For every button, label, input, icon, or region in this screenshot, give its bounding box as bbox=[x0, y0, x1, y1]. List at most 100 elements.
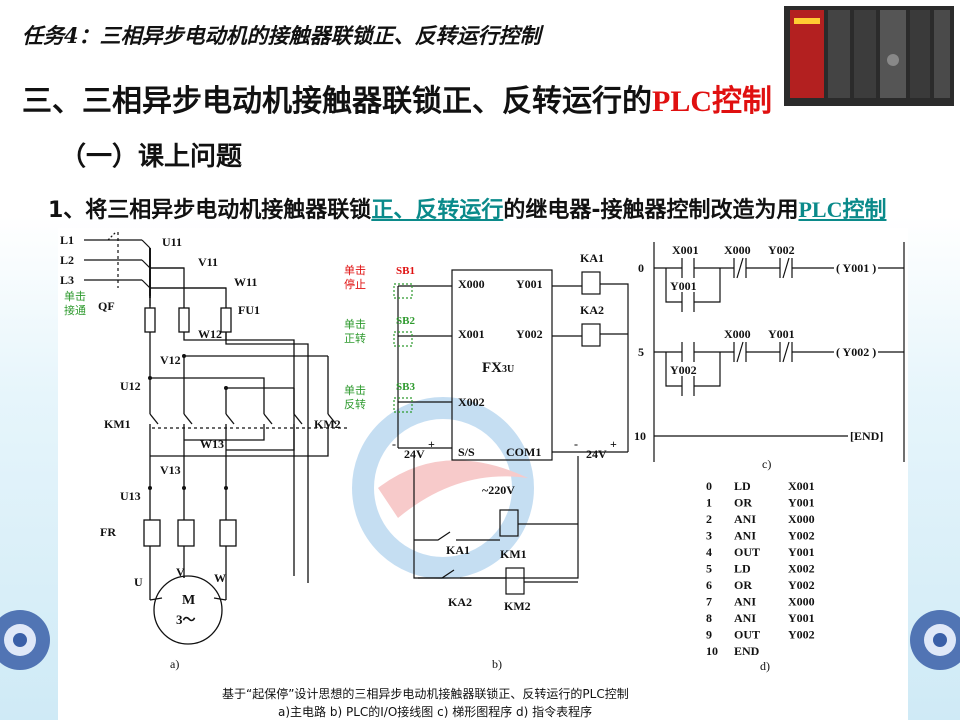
title-highlight: PLC控制 bbox=[652, 85, 772, 118]
instr-arg: X000 bbox=[788, 595, 815, 609]
mc-labels: L1 L2 L3 QF U11 V11 W11 FU1 W12 V12 U12 … bbox=[60, 233, 341, 671]
instr-arg: Y001 bbox=[788, 545, 815, 559]
task-link-forward-reverse[interactable]: 正、反转运行 bbox=[371, 198, 504, 223]
circuit-diagram: L1 L2 L3 QF U11 V11 W11 FU1 W12 V12 U12 … bbox=[58, 228, 908, 720]
rung-5: 5 bbox=[638, 345, 644, 359]
figure-caption-line1: 基于“起保停”设计思想的三相异步电动机接触器联锁正、反转运行的PLC控制 bbox=[222, 686, 629, 701]
label-Y002: Y002 bbox=[516, 327, 543, 341]
instr-op: ANI bbox=[734, 529, 756, 543]
rung-10: 10 bbox=[634, 429, 646, 443]
ornament-left bbox=[0, 610, 50, 670]
label-FR: FR bbox=[100, 525, 116, 539]
instr-arg: Y002 bbox=[788, 628, 815, 642]
label-L2: L2 bbox=[60, 253, 74, 267]
label-KM2: KM2 bbox=[314, 417, 341, 431]
ladder bbox=[653, 242, 905, 462]
task-link-plc[interactable]: PLC控制 bbox=[798, 197, 887, 222]
label-W12: W12 bbox=[198, 327, 222, 341]
label-FU1: FU1 bbox=[238, 303, 260, 317]
label-U: U bbox=[134, 575, 143, 589]
instr-arg: Y002 bbox=[788, 529, 815, 543]
instr-step: 9 bbox=[706, 628, 712, 642]
instr-step: 4 bbox=[706, 545, 712, 559]
label-QF: QF bbox=[98, 299, 115, 313]
slide-header: 任务4：三相异步电动机的接触器联锁正、反转运行控制 bbox=[22, 23, 541, 48]
label-SB2: SB2 bbox=[396, 315, 415, 327]
label-KA1-contact: KA1 bbox=[446, 543, 470, 557]
label-FX: FX3U bbox=[482, 360, 514, 376]
io-wiring bbox=[397, 269, 629, 595]
ladder-labels: 0 5 10 X001 X000 Y002 Y001 ( Y001 ) X000… bbox=[634, 243, 883, 471]
qf-note-2: 接通 bbox=[64, 304, 86, 317]
contact-X000-a: X000 bbox=[724, 243, 751, 257]
mc-junctions bbox=[148, 354, 228, 490]
caption-a: a) bbox=[170, 657, 179, 671]
label-KA2: KA2 bbox=[580, 303, 604, 317]
sb2-note-1: 单击 bbox=[344, 318, 366, 331]
instr-arg: Y001 bbox=[788, 496, 815, 510]
instr-arg: X001 bbox=[788, 479, 815, 493]
coil-Y001: ( Y001 ) bbox=[836, 261, 876, 275]
contact-X001: X001 bbox=[672, 243, 699, 257]
figure-caption-line2: a)主电路 b) PLC的I/O接线图 c) 梯形图程序 d) 指令表程序 bbox=[278, 704, 592, 719]
contact-Y002-a: Y002 bbox=[768, 243, 795, 257]
instr-op: ANI bbox=[734, 595, 756, 609]
watermark-logo bbox=[352, 397, 534, 579]
instr-op: ANI bbox=[734, 611, 756, 625]
mc-visible bbox=[143, 248, 348, 645]
label-L1: L1 bbox=[60, 233, 74, 247]
ornament-right bbox=[910, 610, 960, 670]
label-plus-b: + bbox=[610, 437, 617, 451]
label-KM1: KM1 bbox=[104, 417, 131, 431]
label-plus-a: + bbox=[428, 437, 435, 451]
contact-X000-b: X000 bbox=[724, 327, 751, 341]
caption-c: c) bbox=[762, 457, 771, 471]
instr-step: 0 bbox=[706, 479, 712, 493]
label-COM1: COM1 bbox=[506, 445, 541, 459]
label-M: M bbox=[182, 593, 195, 608]
instr-step: 3 bbox=[706, 529, 712, 543]
instr-step: 2 bbox=[706, 512, 712, 526]
instr-arg: Y001 bbox=[788, 611, 815, 625]
label-minus-a: - bbox=[392, 437, 396, 451]
qf-note-1: 单击 bbox=[64, 290, 86, 303]
sb3-note-2: 反转 bbox=[344, 397, 366, 411]
label-M3: 3～ bbox=[176, 612, 196, 627]
coil-Y002: ( Y002 ) bbox=[836, 345, 876, 359]
sb1-note-2: 停止 bbox=[344, 277, 366, 291]
io-labels: X000 X001 X002 S/S Y001 Y002 COM1 FX3U K… bbox=[392, 251, 617, 671]
instr-step: 7 bbox=[706, 595, 712, 609]
instr-step: 8 bbox=[706, 611, 712, 625]
task-prefix: 1、将三相异步电动机接触器联锁 bbox=[48, 198, 372, 223]
label-220V: ~220V bbox=[482, 483, 515, 497]
caption-d: d) bbox=[760, 659, 770, 673]
sb2-note-2: 正转 bbox=[344, 331, 366, 345]
section-subtitle: （一）课上问题 bbox=[60, 142, 243, 172]
instr-step: 10 bbox=[706, 644, 718, 658]
instr-op: END bbox=[734, 644, 760, 658]
label-SB1: SB1 bbox=[396, 265, 415, 277]
instr-step: 6 bbox=[706, 578, 712, 592]
label-L3: L3 bbox=[60, 273, 74, 287]
instr-step: 5 bbox=[706, 562, 712, 576]
main-circuit-paths-drawn bbox=[149, 248, 151, 306]
title-main: 三、三相异步电动机接触器联锁正、反转运行的 bbox=[22, 84, 652, 119]
label-X002: X002 bbox=[458, 395, 485, 409]
label-SS: S/S bbox=[458, 445, 475, 459]
rung-0: 0 bbox=[638, 261, 644, 275]
label-X001: X001 bbox=[458, 327, 485, 341]
instr-arg: X002 bbox=[788, 562, 815, 576]
instr-op: OUT bbox=[734, 545, 760, 559]
io-notes: 单击 停止 单击 正转 单击 反转 bbox=[344, 264, 366, 411]
caption-b: b) bbox=[492, 657, 502, 671]
task-middle: 的继电器-接触器控制改造为用 bbox=[503, 198, 799, 223]
instr-op: OR bbox=[734, 578, 752, 592]
label-W13: W13 bbox=[200, 437, 224, 451]
contact-Y002-hold: Y002 bbox=[670, 363, 697, 377]
page-title: 三、三相异步电动机接触器联锁正、反转运行的PLC控制 bbox=[22, 76, 772, 120]
sb1-note-1: 单击 bbox=[344, 264, 366, 277]
instr-op: OR bbox=[734, 496, 752, 510]
label-U13: U13 bbox=[120, 489, 141, 503]
